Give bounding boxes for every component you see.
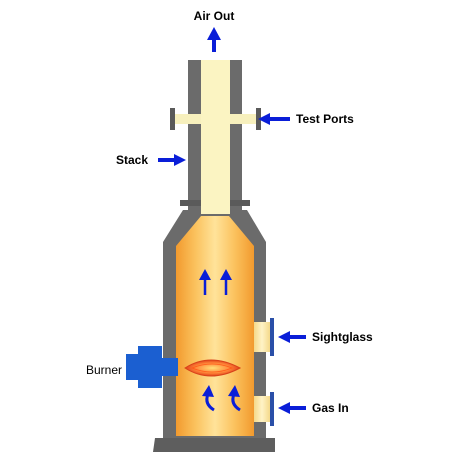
test-ports-arrow-icon <box>258 113 290 125</box>
gas-inlet-port <box>254 392 274 426</box>
burner-assembly <box>126 346 178 388</box>
airflow-arrow-icon <box>220 269 232 295</box>
stack-label: Stack <box>116 153 148 167</box>
gas-in-arrow-icon <box>278 402 306 414</box>
furnace-base <box>153 438 275 452</box>
gas-flow-curved-arrow-icon <box>228 385 241 412</box>
air-out-arrow-icon <box>207 27 221 52</box>
stack-arrow-icon <box>158 154 186 166</box>
combustion-chamber <box>176 216 254 436</box>
sightglass-port <box>254 318 274 356</box>
gas-flow-curved-arrow-icon <box>202 385 215 412</box>
test-ports-label: Test Ports <box>296 112 354 126</box>
airflow-arrow-icon <box>199 269 211 295</box>
sightglass-arrow-icon <box>278 331 306 343</box>
gas-in-label: Gas In <box>312 401 349 415</box>
burner-label: Burner <box>86 363 122 377</box>
air-out-label: Air Out <box>194 9 235 23</box>
test-port-left <box>170 108 201 130</box>
flame-icon <box>184 359 242 377</box>
sightglass-label: Sightglass <box>312 330 373 344</box>
stack-flue <box>201 60 230 214</box>
